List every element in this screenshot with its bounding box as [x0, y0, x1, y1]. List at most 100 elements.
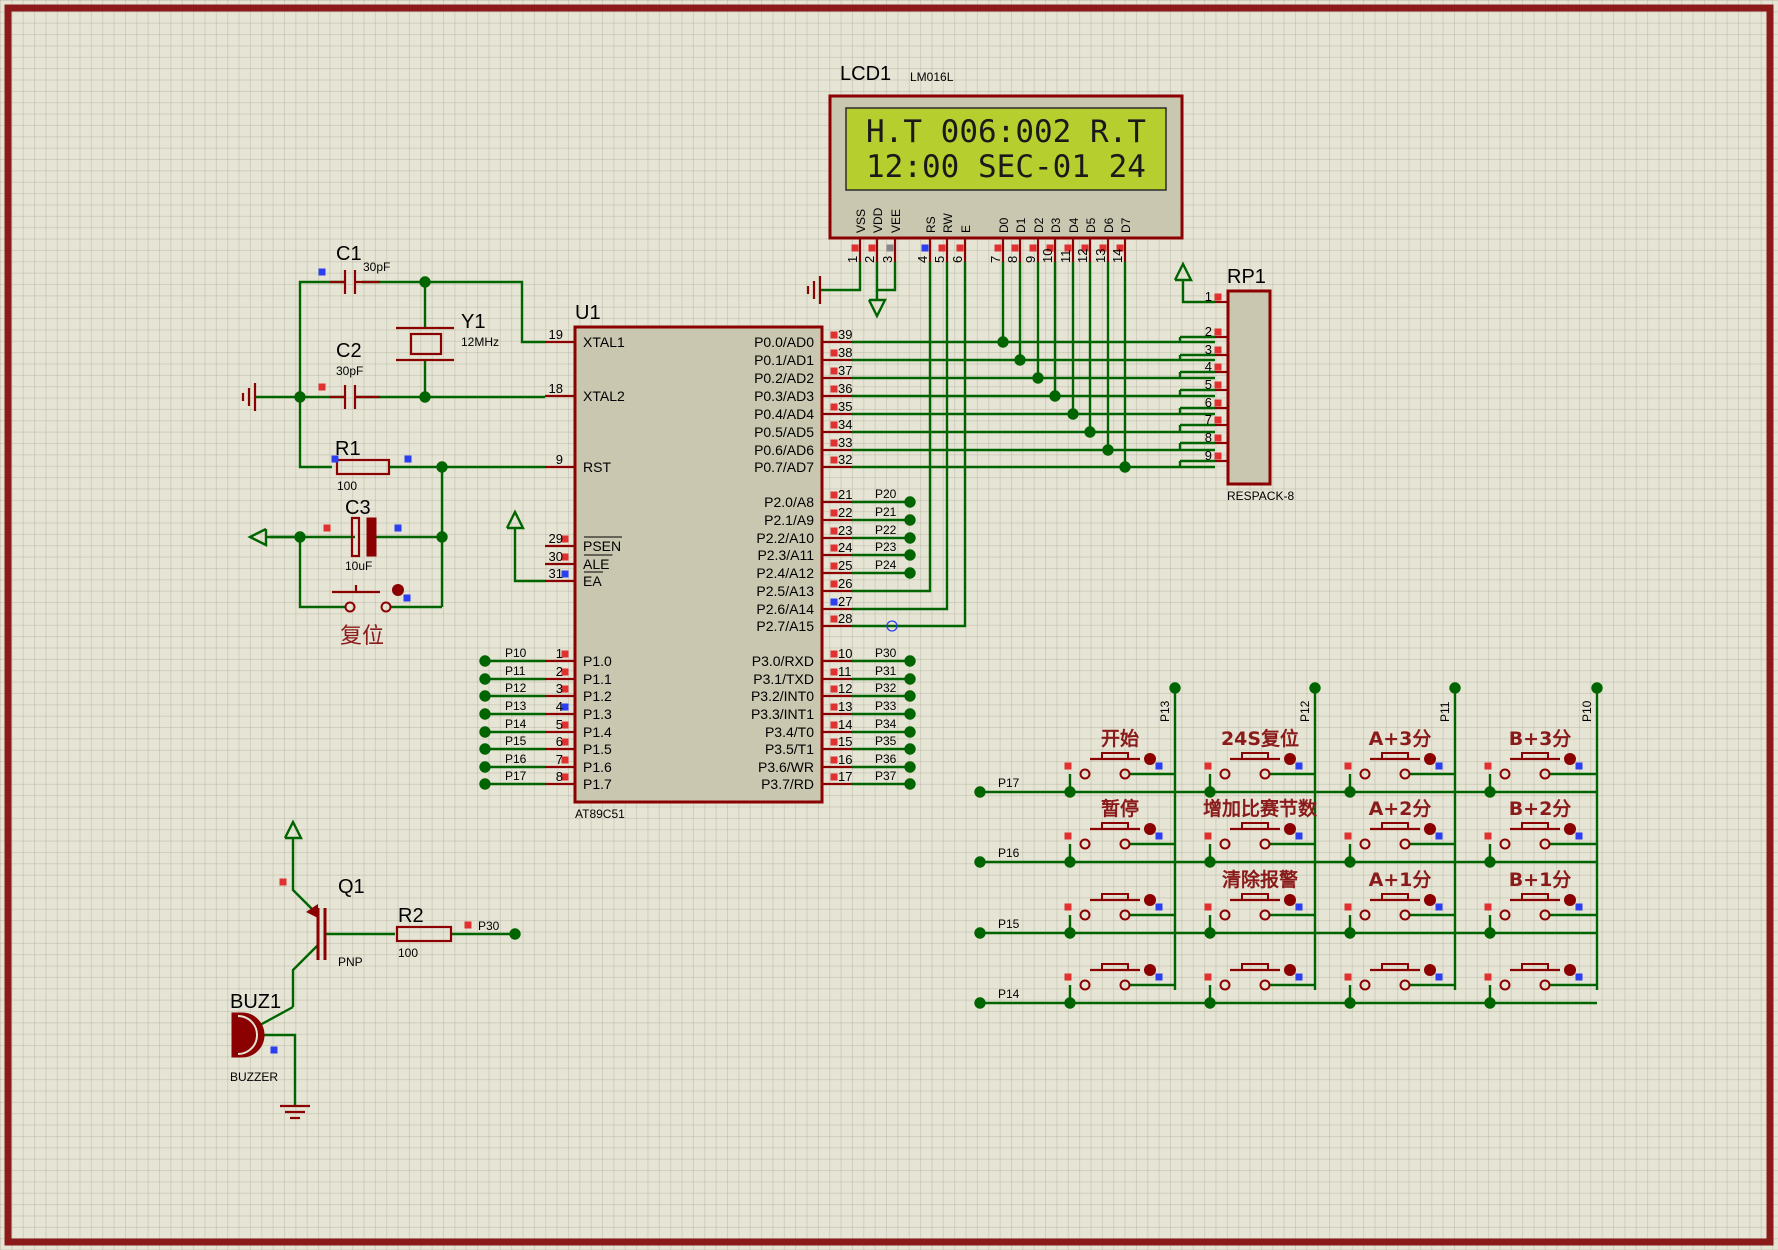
pin-marker — [830, 721, 838, 729]
mcu-pin-name: P2.5/A13 — [756, 583, 814, 599]
keypad-button[interactable] — [1499, 893, 1577, 921]
keypad-button-contact — [1539, 838, 1551, 850]
r1-ref: R1 — [335, 438, 361, 460]
net-label: P10 — [505, 646, 527, 660]
lcd-vdd-wire — [875, 262, 897, 292]
mcu-pin-name: P3.2/INT0 — [751, 688, 814, 704]
keypad-button[interactable] — [1499, 963, 1577, 991]
pin-marker — [1295, 762, 1303, 770]
mcu-pin-name: P0.6/AD6 — [754, 442, 814, 458]
pin-marker — [1214, 452, 1222, 460]
pin-marker — [1344, 973, 1352, 981]
keypad-button-actuator — [1284, 894, 1296, 906]
pin-marker — [1344, 832, 1352, 840]
keypad-button-actuator — [1144, 894, 1156, 906]
lcd-rs-wire — [852, 262, 932, 593]
junction-dot — [904, 567, 916, 579]
lcd-pin-name: E — [959, 225, 973, 233]
mcu-pin-number: 4 — [556, 699, 563, 714]
junction-dot — [974, 927, 986, 939]
junction-dot — [1484, 997, 1496, 1009]
lcd-pin-name: RW — [941, 213, 955, 233]
pin-marker — [270, 1046, 278, 1054]
pin-marker — [938, 244, 946, 252]
keypad-button[interactable] — [1079, 822, 1157, 850]
keypad-button-contact — [1219, 979, 1231, 991]
mcu-pin-number: 29 — [549, 531, 563, 546]
c3-ref: C3 — [345, 497, 371, 519]
mcu-pin-number: 15 — [838, 734, 852, 749]
pin-marker — [404, 455, 412, 463]
pin-marker — [279, 878, 287, 886]
mcu-pin-number: 8 — [556, 769, 563, 784]
net-label: P24 — [875, 558, 897, 572]
mcu-pin-name: P2.1/A9 — [764, 512, 814, 528]
r1-body — [335, 458, 391, 476]
pin-marker — [1214, 434, 1222, 442]
keypad-button-contact — [1119, 979, 1131, 991]
keypad-button-cap — [1101, 822, 1129, 830]
pin-marker — [956, 244, 964, 252]
keypad-button-cap — [1381, 822, 1409, 830]
keypad-button[interactable] — [1359, 752, 1437, 780]
lcd-pin-number: 14 — [1110, 249, 1125, 263]
mcu-pin-number: 18 — [549, 381, 563, 396]
keypad-row-net: P17 — [998, 776, 1020, 790]
junction-dot — [1344, 856, 1356, 868]
keypad-button-actuator — [1564, 823, 1576, 835]
junction-dot — [479, 673, 491, 685]
keypad-button[interactable] — [1079, 752, 1157, 780]
pin-marker — [1064, 244, 1072, 252]
pin-marker — [1116, 244, 1124, 252]
junction-dot — [1064, 927, 1076, 939]
q1-type: PNP — [338, 955, 363, 969]
mcu-pin-number: 35 — [838, 399, 852, 414]
rp1-pin-number: 2 — [1205, 324, 1212, 339]
reset-button-contact — [380, 601, 392, 613]
keypad-button[interactable] — [1079, 963, 1157, 991]
lcd-pin-name: D0 — [997, 217, 1011, 233]
rp1-pin-number: 4 — [1205, 359, 1212, 374]
mcu-pin-number: 2 — [556, 664, 563, 679]
lcd-pin-number: 1 — [845, 256, 860, 263]
keypad-button-actuator — [1564, 964, 1576, 976]
mcu-pin-number: 13 — [838, 699, 852, 714]
keypad-column-net: P11 — [1438, 701, 1452, 722]
net-label: P36 — [875, 752, 897, 766]
lcd-pin-name: D6 — [1102, 217, 1116, 233]
keypad-button[interactable] — [1359, 893, 1437, 921]
keypad-button-contact — [1219, 909, 1231, 921]
keypad-button[interactable] — [1079, 893, 1157, 921]
keypad-button[interactable] — [1499, 752, 1577, 780]
keypad-button[interactable] — [1359, 963, 1437, 991]
keypad-button-cap — [1241, 752, 1269, 760]
mcu-pin-number: 11 — [838, 664, 852, 679]
keypad-button-contact — [1219, 838, 1231, 850]
keypad-button-contact — [1119, 909, 1131, 921]
keypad-button[interactable] — [1359, 822, 1437, 850]
keypad-button[interactable] — [1219, 893, 1297, 921]
keypad-button[interactable] — [1219, 822, 1297, 850]
keypad-button[interactable] — [1499, 822, 1577, 850]
pin-marker — [561, 650, 569, 658]
keypad-button[interactable] — [1219, 752, 1297, 780]
keypad-button-label: 增加比赛节数 — [1203, 797, 1318, 820]
pin-marker — [1029, 244, 1037, 252]
buz1-part: BUZZER — [230, 1070, 278, 1084]
q1-ref: Q1 — [338, 876, 365, 898]
lcd-pin-name: VEE — [889, 209, 903, 233]
net-label: P32 — [875, 681, 897, 695]
net-label: P13 — [505, 699, 527, 713]
keypad-button-cap — [1381, 893, 1409, 901]
pin-marker — [1435, 903, 1443, 911]
keypad-row-net: P14 — [998, 987, 1020, 1001]
mcu-pin-name: P1.0 — [583, 653, 612, 669]
mcu-pin-number: 17 — [838, 769, 852, 784]
keypad-button-actuator — [1424, 753, 1436, 765]
keypad-button-cap — [1101, 963, 1129, 971]
mcu-pin-name: PSEN — [583, 538, 621, 554]
pin-marker — [403, 594, 411, 602]
mcu-pin-number: 39 — [838, 327, 852, 342]
keypad-button[interactable] — [1219, 963, 1297, 991]
